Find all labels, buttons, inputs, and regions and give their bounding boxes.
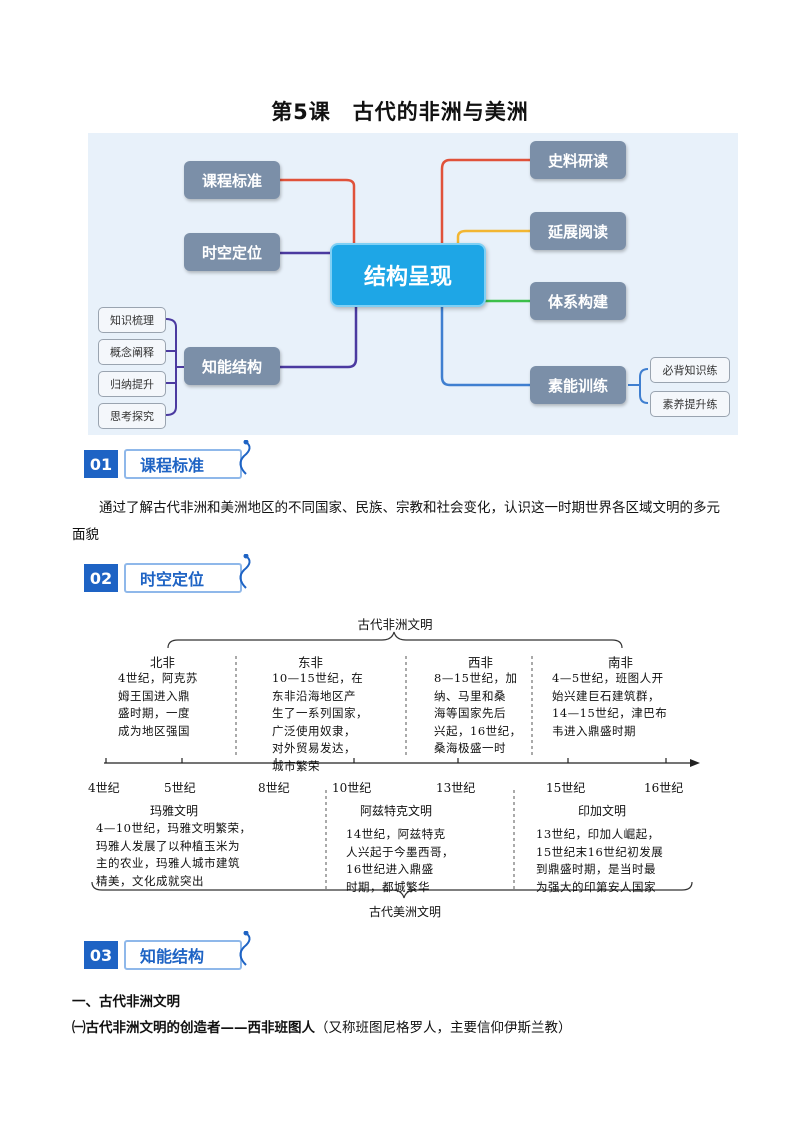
section-number: 03 — [84, 941, 118, 969]
leaf-knowledge-review: 知识梳理 — [98, 307, 166, 333]
africa-title: 古代非洲文明 — [357, 617, 433, 632]
section-header-02: 02 时空定位 — [84, 554, 264, 596]
america-title: 古代美洲文明 — [368, 905, 441, 919]
node-knowledge-structure: 知能结构 — [184, 347, 280, 385]
node-extended-reading: 延展阅读 — [530, 212, 626, 250]
region-west-africa: 西非 — [468, 655, 494, 670]
node-time-space: 时空定位 — [184, 233, 280, 271]
leaf-summarize: 归纳提升 — [98, 371, 166, 397]
civ-maya: 玛雅文明 — [150, 804, 199, 818]
section-header-03: 03 知能结构 — [84, 931, 264, 973]
subheading-creators: ㈠古代非洲文明的创造者——西非班图人（又称班图尼格罗人，主要信仰伊斯兰教） — [72, 1016, 572, 1036]
inca-text: 13世纪，印加人崛起， 15世纪末16世纪初发展 到鼎盛时期，是当时最 为强大的… — [536, 827, 664, 894]
section-label: 时空定位 — [124, 563, 242, 593]
section-header-01: 01 课程标准 — [84, 440, 264, 482]
leaf-concept-explain: 概念阐释 — [98, 339, 166, 365]
region-east-africa: 东非 — [298, 655, 324, 670]
leaf-literacy-practice: 素养提升练 — [650, 391, 730, 417]
ribbon-icon — [239, 554, 251, 589]
heading-ancient-africa: 一、古代非洲文明 — [72, 994, 180, 1010]
mind-map: 结构呈现 课程标准 时空定位 知能结构 史料研读 延展阅读 体系构建 素能训练 … — [88, 133, 738, 435]
tick-8c: 8世纪 — [258, 781, 290, 795]
subheading-note: （又称班图尼格罗人，主要信仰伊斯兰教） — [315, 1020, 572, 1036]
section-number: 01 — [84, 450, 118, 478]
section-label: 课程标准 — [124, 449, 242, 479]
node-skill-training: 素能训练 — [530, 366, 626, 404]
aztec-text: 14世纪，阿兹特克 人兴起于今墨西哥， 16世纪进入鼎盛 时期，都城繁华 — [346, 827, 454, 894]
region-north-africa: 北非 — [150, 655, 176, 670]
node-course-standard: 课程标准 — [184, 161, 280, 199]
south-africa-text: 4—5世纪，班图人开 始兴建巨石建筑群， 14—15世纪，津巴布 韦进入鼎盛时期 — [552, 671, 668, 738]
mind-map-center: 结构呈现 — [330, 243, 486, 307]
east-africa-text: 10—15世纪，在 东非沿海地区产 生了一系列国家， 广泛使用奴隶， 对外贸易发… — [272, 671, 368, 773]
tick-13c: 13世纪 — [436, 781, 476, 795]
leaf-must-memorize: 必背知识练 — [650, 357, 730, 383]
subheading-bold: ㈠古代非洲文明的创造者——西非班图人 — [72, 1020, 315, 1036]
tick-10c: 10世纪 — [332, 781, 372, 795]
ribbon-icon — [239, 440, 251, 475]
tick-16c: 16世纪 — [644, 781, 684, 795]
timeline-graphics — [91, 631, 700, 899]
course-standard-text: 通过了解古代非洲和美洲地区的不同国家、民族、宗教和社会变化，认识这一时期世界各区… — [72, 500, 720, 543]
section-label: 知能结构 — [124, 940, 242, 970]
node-system-building: 体系构建 — [530, 282, 626, 320]
region-south-africa: 南非 — [608, 655, 634, 670]
north-africa-text: 4世纪，阿克苏 姆王国进入鼎 盛时期，一度 成为地区强国 — [118, 671, 198, 738]
ribbon-icon — [239, 931, 251, 966]
section-number: 02 — [84, 564, 118, 592]
tick-4c: 4世纪 — [88, 781, 120, 795]
maya-text: 4—10世纪，玛雅文明繁荣， 玛雅人发展了以种植玉米为 主的农业，玛雅人城市建筑… — [96, 821, 252, 888]
civ-inca: 印加文明 — [578, 804, 627, 818]
page-title: 第5课 古代的非洲与美洲 — [271, 100, 529, 124]
civ-aztec: 阿兹特克文明 — [360, 804, 433, 818]
tick-15c: 15世纪 — [546, 781, 586, 795]
leaf-think-explore: 思考探究 — [98, 403, 166, 429]
node-source-reading: 史料研读 — [530, 141, 626, 179]
tick-5c: 5世纪 — [164, 781, 196, 795]
west-africa-text: 8—15世纪，加 纳、马里和桑 海等国家先后 兴起，16世纪， 桑海极盛一时 — [434, 671, 522, 755]
